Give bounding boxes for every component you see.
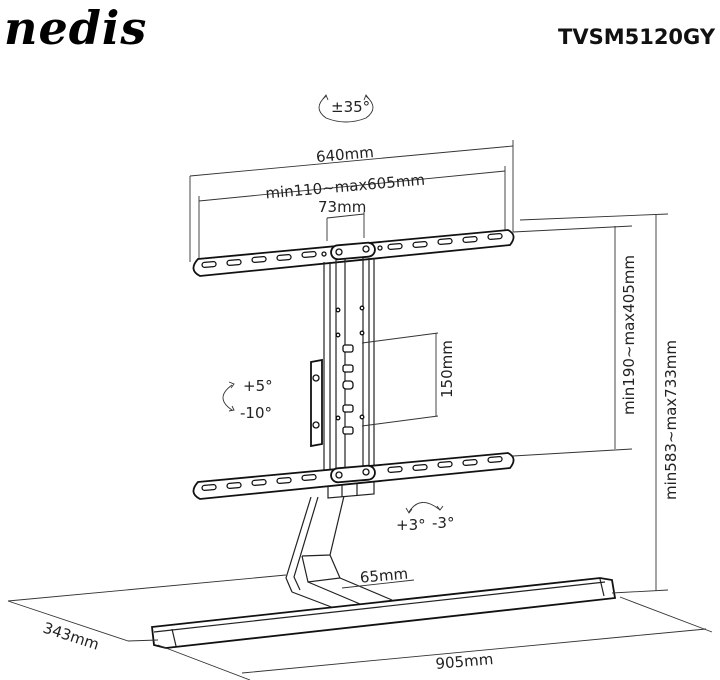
dim-total-height: min583~max733mm: [519, 213, 680, 594]
vertical-column: [310, 258, 375, 478]
model-number: TVSM5120GY: [558, 25, 716, 49]
level-minus-label: -3°: [432, 514, 454, 532]
level-indicator: +3° -3°: [396, 502, 454, 534]
base-depth-label: 343mm: [41, 619, 102, 654]
tilt-bracket: [310, 358, 323, 448]
brand-logo: nedis: [4, 1, 147, 55]
center-plate-label: 73mm: [318, 198, 366, 216]
swivel-label: ±35°: [331, 98, 370, 116]
arrowhead-icon: [322, 94, 329, 101]
total-height-label: min583~max733mm: [662, 340, 680, 500]
arrowhead-icon: [363, 94, 370, 101]
level-arrow-icon: [408, 502, 441, 513]
floor-plane: [7, 574, 713, 680]
stand-base: [151, 577, 617, 649]
bottom-mounting-bar: [192, 452, 515, 500]
stand-neck: [285, 495, 393, 609]
top-mounting-bar: [192, 229, 515, 277]
dim-vesa-vertical: 150mm: [361, 332, 456, 427]
bracket-height-label: min190~max405mm: [620, 255, 638, 415]
screw-icon: [335, 248, 343, 256]
base-width-label: 905mm: [435, 650, 494, 673]
swivel-indicator: ±35°: [318, 94, 374, 123]
tilt-arrow-icon: [222, 384, 233, 411]
swivel-arrow-icon: [318, 95, 374, 123]
slot-row: [201, 232, 503, 269]
tilt-indicator: +5° -10°: [222, 377, 273, 422]
column-depth-label: 65mm: [359, 565, 409, 587]
dim-column-depth: 65mm: [341, 565, 415, 589]
dim-bracket-height: min190~max405mm: [512, 225, 638, 457]
vesa-vertical-label: 150mm: [438, 340, 456, 398]
dim-center-plate: 73mm: [318, 198, 366, 241]
screw-icon: [362, 245, 370, 253]
level-plus-label: +3°: [396, 516, 426, 534]
dim-bracket-width: 640mm: [189, 140, 514, 262]
tilt-down-label: -10°: [240, 404, 272, 422]
bracket-width-label: 640mm: [315, 143, 374, 166]
tilt-up-label: +5°: [243, 377, 273, 395]
